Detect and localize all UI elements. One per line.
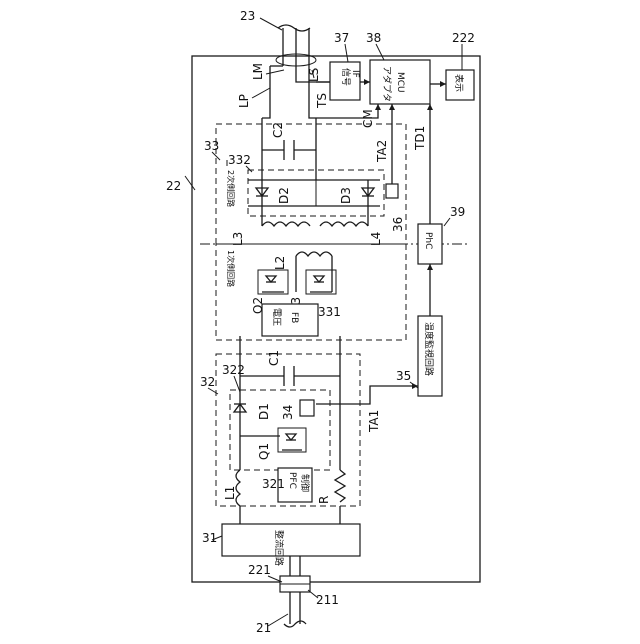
- arrow-if-mcu: [364, 79, 370, 85]
- label-Q1: Q1: [257, 443, 271, 460]
- pfc-control-line1: PFC: [287, 472, 297, 489]
- temp-sensor-36: [386, 184, 398, 198]
- leader-38: [376, 44, 384, 60]
- arrow-mcu-display: [440, 81, 446, 87]
- label-D3: D3: [339, 187, 353, 204]
- label-R: R: [317, 496, 331, 504]
- display-label: 表示: [453, 74, 465, 92]
- ref-37: 37: [334, 31, 349, 45]
- pfc-control-line2: 制御: [299, 474, 311, 492]
- signal-if-line2: IF: [350, 70, 360, 78]
- ref-332: 332: [228, 153, 251, 167]
- ref-35: 35: [396, 369, 411, 383]
- voltage-fb-line1: 電圧: [271, 308, 282, 326]
- transistor-Q1: [240, 428, 306, 452]
- adapter-mcu-line1: アダプタ: [381, 66, 393, 102]
- leader-39: [444, 218, 450, 226]
- ref-34: 34: [281, 405, 295, 420]
- label-TA2: TA2: [375, 140, 389, 163]
- label-TA1: TA1: [367, 410, 381, 433]
- resistor-R: [335, 470, 345, 502]
- ref-31: 31: [202, 531, 217, 545]
- voltage-fb-line2: FB: [289, 312, 299, 323]
- label-C2: C2: [271, 122, 285, 138]
- arrow-TA1: [412, 383, 418, 389]
- coil-L2: [296, 252, 332, 256]
- label-LP: LP: [237, 94, 251, 108]
- label-D1: D1: [257, 403, 271, 420]
- ref-22: 22: [166, 179, 181, 193]
- ref-36: 36: [391, 217, 405, 232]
- adapter-mcu-line2: MCU: [395, 72, 405, 93]
- region-322: [230, 390, 330, 470]
- label-TD1: TD1: [413, 126, 427, 151]
- cable-23: [260, 18, 316, 66]
- label-C1: C1: [267, 350, 281, 366]
- leader-37: [345, 44, 348, 62]
- arrow-TD1: [427, 104, 433, 110]
- wire-TA1: [316, 386, 418, 404]
- label-LM: LM: [251, 63, 265, 80]
- phc-label: PhC: [423, 232, 433, 249]
- transistor-Q2: [258, 270, 288, 294]
- ref-23: 23: [240, 9, 255, 23]
- label-L1: L1: [223, 486, 237, 500]
- label-L2: L2: [273, 256, 287, 270]
- ref-322: 322: [222, 363, 245, 377]
- label-CM: CM: [361, 109, 375, 128]
- arrow-phc: [427, 264, 433, 270]
- ref-331: 331: [318, 305, 341, 319]
- rectifier-block: [222, 524, 360, 556]
- temp-sensor-34: [300, 400, 314, 416]
- ref-38: 38: [366, 31, 381, 45]
- arrow-TA2: [389, 104, 395, 110]
- region-primary-label: 1次側回路: [226, 250, 236, 287]
- ref-33: 33: [204, 139, 219, 153]
- ref-321: 321: [262, 477, 285, 491]
- ref-32: 32: [200, 375, 215, 389]
- label-TS: TS: [315, 93, 329, 109]
- ref-222: 222: [452, 31, 475, 45]
- region-secondary-label: 2次側回路: [226, 170, 236, 207]
- leader-22: [185, 176, 195, 190]
- arrow-CM: [375, 104, 381, 110]
- label-D2: D2: [277, 187, 291, 204]
- temp-monitor-label: 温度監視回路: [423, 322, 435, 376]
- leader-LM: [266, 70, 284, 74]
- ref-21: 21: [256, 621, 271, 635]
- ref-221: 221: [248, 563, 271, 577]
- leader-LP: [252, 88, 270, 98]
- cable-21-break: [284, 621, 306, 627]
- ref-211: 211: [316, 593, 339, 607]
- rectifier-label: 整流回路: [273, 530, 285, 566]
- ref-39: 39: [450, 205, 465, 219]
